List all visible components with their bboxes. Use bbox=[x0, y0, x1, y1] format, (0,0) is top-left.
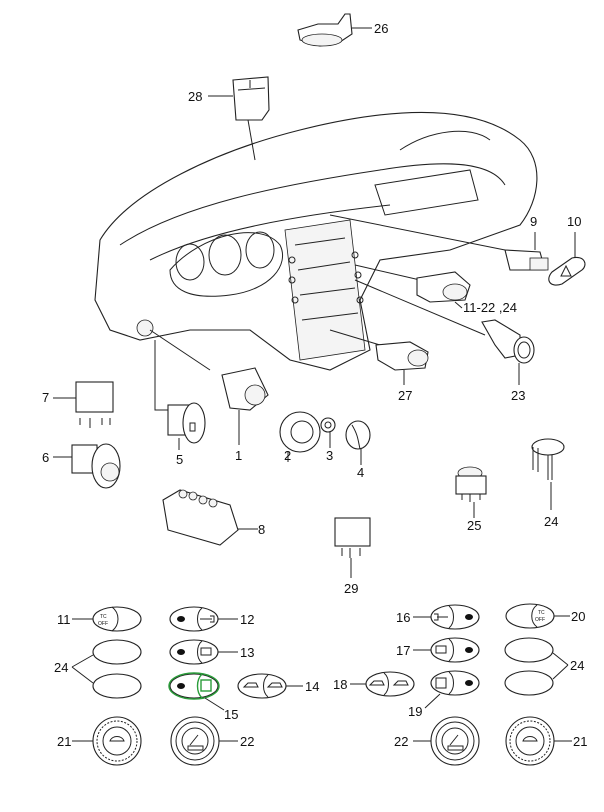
part-3-nut: 3 bbox=[320, 417, 336, 463]
callout-6: 6 bbox=[42, 450, 49, 465]
callout-7: 7 bbox=[42, 390, 49, 405]
leader-27 bbox=[329, 329, 381, 346]
switch-19-mirror: 19 bbox=[408, 670, 480, 719]
leader-9 bbox=[329, 214, 506, 251]
switch-17-rear-defrost: 17 bbox=[396, 637, 480, 663]
part-25-switch: 25 bbox=[455, 466, 487, 533]
callout-8: 8 bbox=[258, 522, 265, 537]
part-5-switch: 5 bbox=[167, 402, 206, 467]
part-27-switch: 27 bbox=[375, 341, 429, 403]
callout-3: 3 bbox=[326, 448, 333, 463]
switch-14-car-roof: 14 bbox=[237, 673, 319, 699]
callout-28: 28 bbox=[188, 89, 202, 104]
switch-15-mirror[interactable]: 15 bbox=[168, 672, 238, 722]
switch-24-blank-pair: 24 bbox=[54, 639, 142, 699]
part-10-hazard-button: 10 bbox=[548, 214, 586, 286]
callout-20: 20 bbox=[571, 609, 585, 624]
callout-10: 10 bbox=[567, 214, 581, 229]
callout-16: 16 bbox=[396, 610, 410, 625]
knob-22-seat: 22 bbox=[170, 716, 254, 766]
callout-1: 1 bbox=[235, 448, 242, 463]
callout-14: 14 bbox=[305, 679, 319, 694]
part-29-relay: 29 bbox=[334, 517, 371, 596]
callout-15: 15 bbox=[224, 707, 238, 722]
leader-23 bbox=[354, 279, 486, 336]
part-4-knob: 4 bbox=[345, 420, 371, 480]
switch-legend-left: TC OFF 11 24 12 13 bbox=[54, 606, 319, 766]
part-2-ring: 2 bbox=[279, 411, 321, 463]
leader-11-22 bbox=[354, 264, 421, 281]
callout-22-right: 22 bbox=[394, 734, 408, 749]
callout-24-left: 24 bbox=[54, 660, 68, 675]
callout-26: 26 bbox=[374, 21, 388, 36]
svg-text:OFF: OFF bbox=[98, 621, 108, 627]
callout-24-clip: 24 bbox=[544, 514, 558, 529]
leader-28 bbox=[247, 119, 256, 161]
callout-19: 19 bbox=[408, 704, 422, 719]
switch-16-key: 16 bbox=[396, 604, 480, 630]
svg-text:TC: TC bbox=[538, 610, 545, 616]
callout-29: 29 bbox=[344, 581, 358, 596]
part-26-light-unit: 26 bbox=[297, 13, 388, 47]
callout-23: 23 bbox=[511, 388, 525, 403]
callout-5: 5 bbox=[176, 452, 183, 467]
part-28-relay: 28 bbox=[188, 76, 270, 121]
part-23-ignition-lock-housing: 23 bbox=[481, 319, 535, 403]
callout-2: 2 bbox=[284, 448, 291, 463]
part-7-relay: 7 bbox=[42, 381, 114, 428]
part-1-ignition-switch: 1 bbox=[221, 367, 269, 463]
svg-text:OFF: OFF bbox=[535, 617, 545, 623]
svg-text:TC: TC bbox=[100, 614, 107, 620]
callout-9: 9 bbox=[530, 214, 537, 229]
part-24-blank-cover: 24 bbox=[531, 438, 565, 529]
leader-1 bbox=[149, 329, 211, 371]
switch-18-car-roof: 18 bbox=[333, 671, 415, 697]
part-11-22-switch-block: 11-22 ,24 bbox=[416, 271, 517, 315]
part-9-switch: 9 bbox=[504, 214, 549, 271]
knob-21-wiper-right: 21 bbox=[505, 716, 587, 766]
callout-12: 12 bbox=[240, 612, 254, 627]
switch-13-rear-defrost: 13 bbox=[169, 639, 254, 665]
dashboard-assembly bbox=[94, 111, 538, 371]
callout-22-left: 22 bbox=[240, 734, 254, 749]
leader-5 bbox=[154, 340, 170, 411]
part-6-switch: 6 bbox=[42, 443, 121, 489]
switch-12-key: 12 bbox=[169, 606, 254, 632]
callout-4: 4 bbox=[357, 465, 364, 480]
callout-21-right: 21 bbox=[573, 734, 587, 749]
switch-20-tc-off: TC OFF 20 bbox=[505, 603, 585, 629]
callout-18: 18 bbox=[333, 677, 347, 692]
callout-11-22-24: 11-22 ,24 bbox=[463, 300, 517, 315]
switch-11-tc-off: TC OFF 11 bbox=[57, 606, 142, 632]
callout-11: 11 bbox=[57, 612, 71, 627]
callout-25: 25 bbox=[467, 518, 481, 533]
part-8-switch-panel: 8 bbox=[162, 489, 265, 546]
callout-13: 13 bbox=[240, 645, 254, 660]
callout-27: 27 bbox=[398, 388, 412, 403]
knob-22-seat-right: 22 bbox=[394, 716, 480, 766]
callout-17: 17 bbox=[396, 643, 410, 658]
callout-21-left: 21 bbox=[57, 734, 71, 749]
callout-24-right: 24 bbox=[570, 658, 584, 673]
highlight-outline bbox=[168, 672, 220, 700]
knob-21-wiper: 21 bbox=[57, 716, 142, 766]
switch-legend-right: 16 17 19 18 bbox=[333, 603, 587, 766]
switch-24-blank-pair-right: 24 bbox=[504, 637, 584, 696]
